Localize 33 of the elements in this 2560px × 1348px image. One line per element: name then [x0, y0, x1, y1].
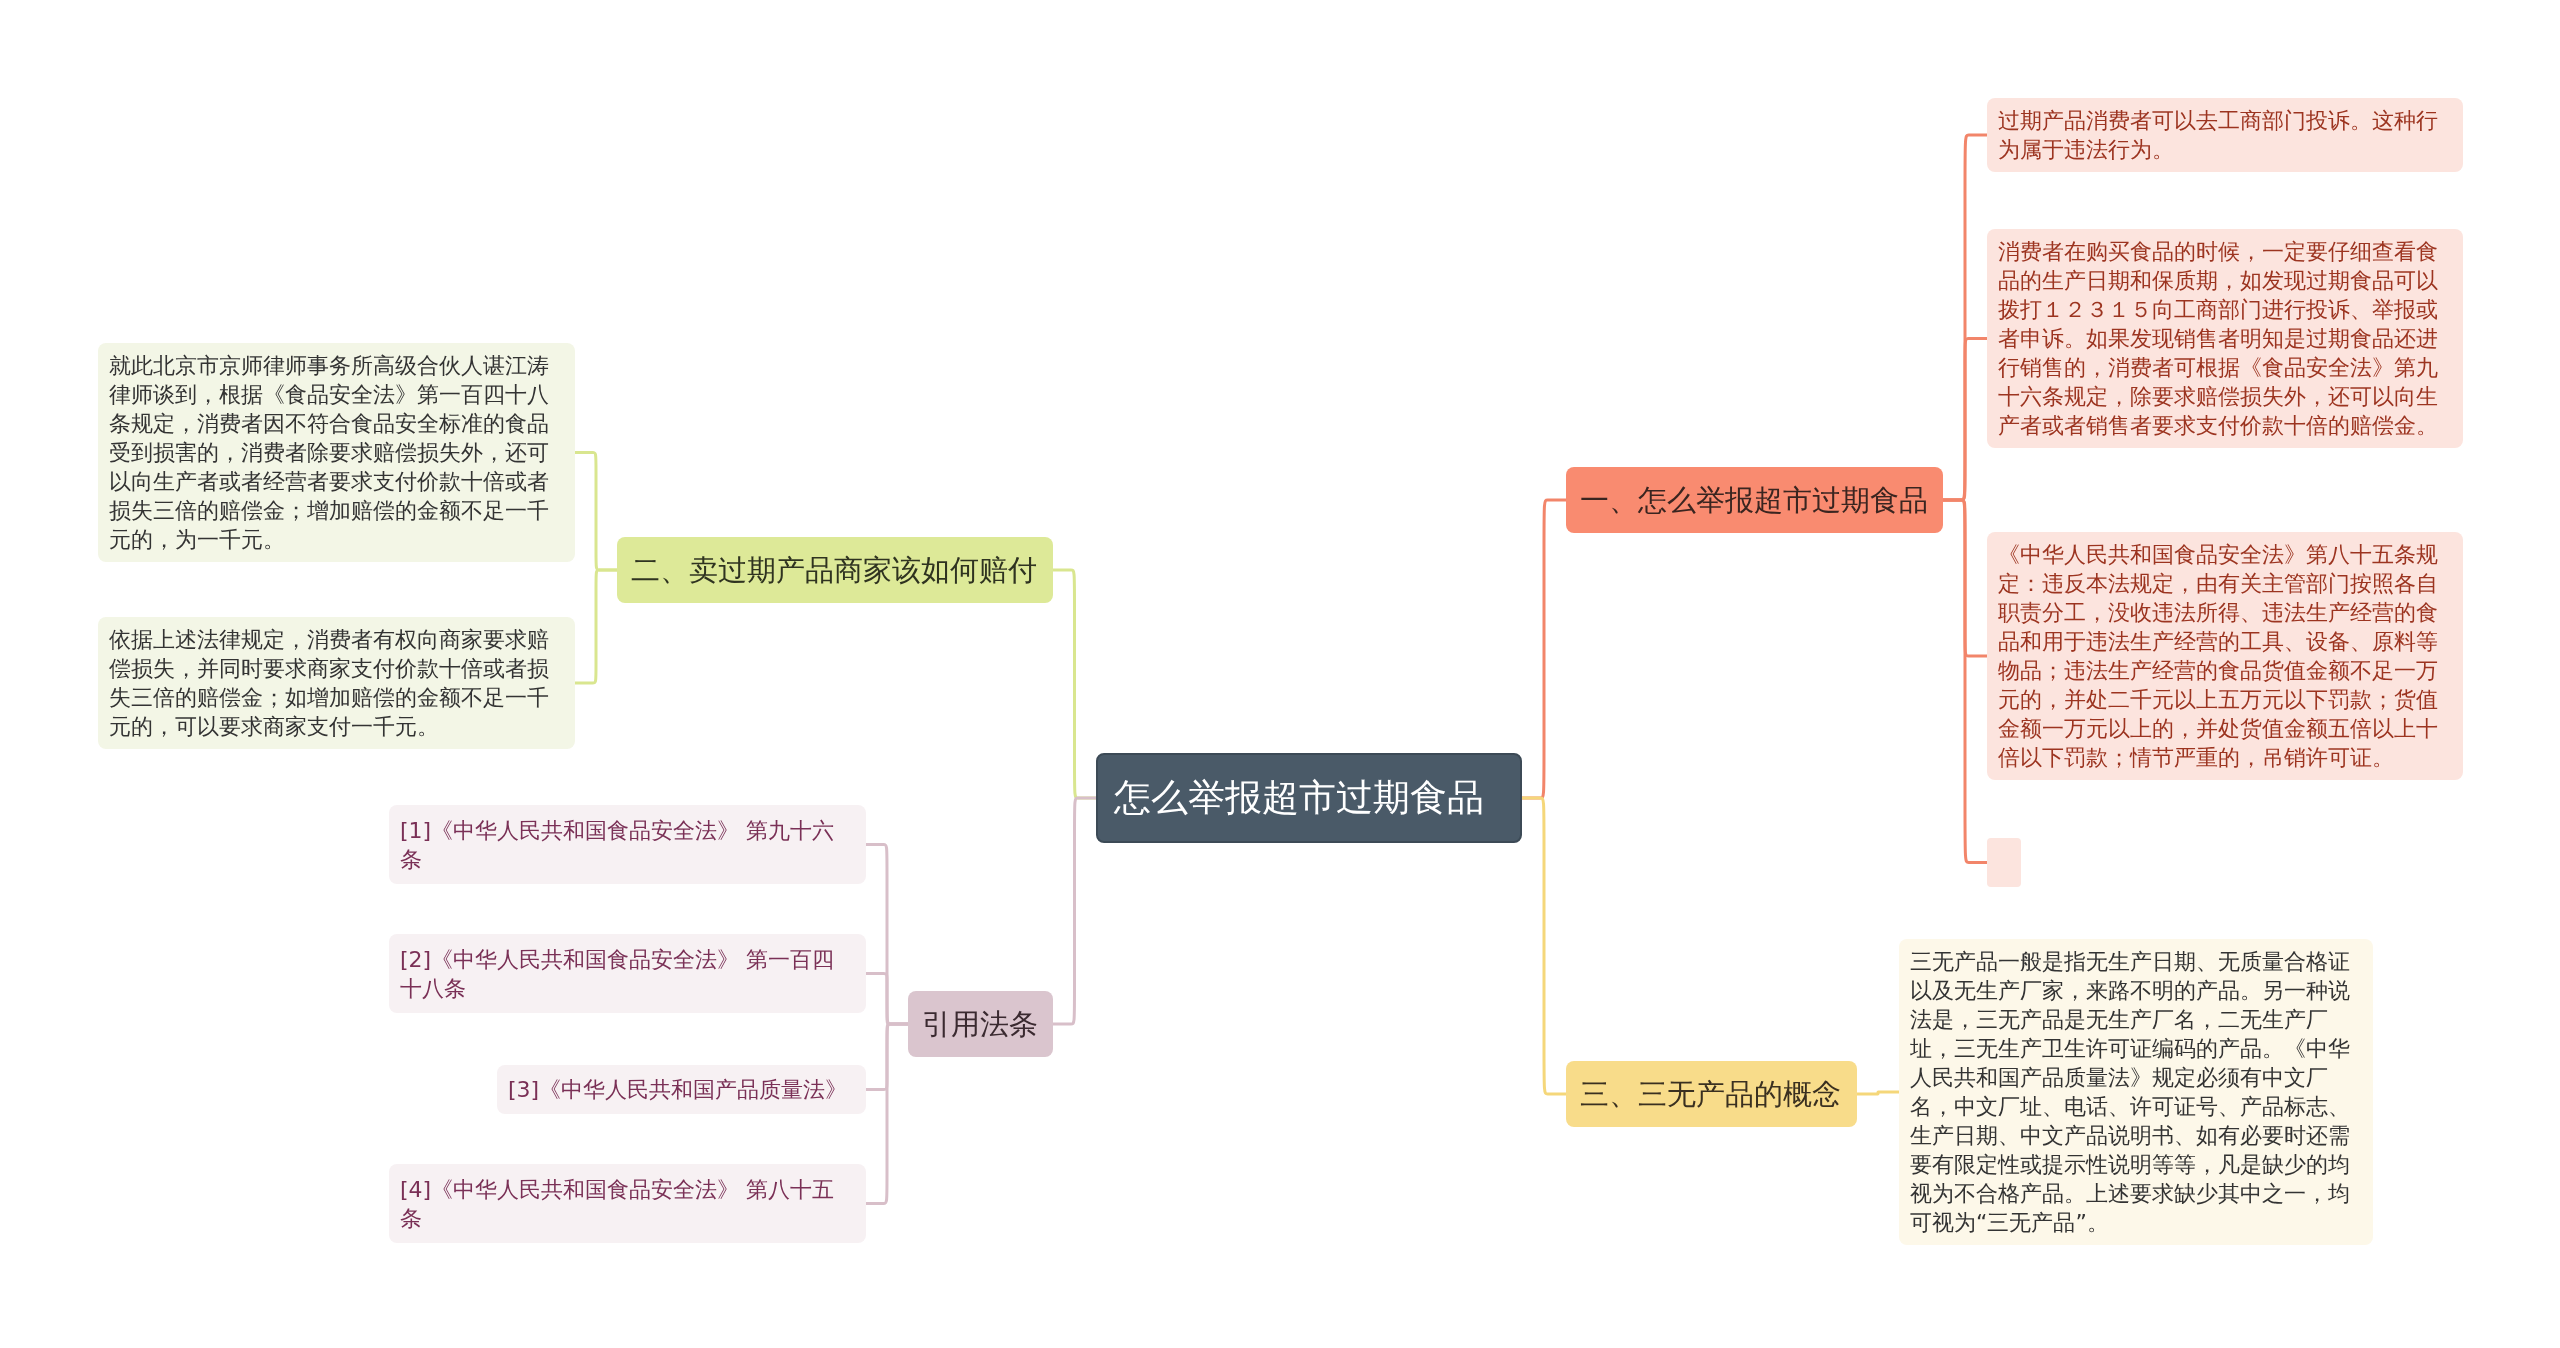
central-topic [1096, 753, 1522, 843]
note-card [1987, 98, 2463, 172]
empty-card [1987, 838, 2021, 887]
note-card [98, 617, 575, 749]
note-text: 三无产品一般是指无生产日期、无质量合格证以及无生产厂家，来路不明的产品。另一种说法是，三无产品是无生产厂名，二无生产厂址，三无生产卫生许可证编码的产品。《中华人民共和国产品质量法》规定必须有中文厂名，中文厂址、电话、许可证号、产品标志、生产日期、中文产品说明书、如有必要时还需要有限定性或提示性说明等等，凡是缺少的均视为不合格产品。上述要求缺少其中之一，均可视为“三无产品”。 [1910, 948, 2351, 1237]
note-card [389, 1164, 866, 1243]
note-text: 消费者在购买食品的时候，一定要仔细查看食品的生产日期和保质期，如发现过期食品可以拨打１２３１５向工商部门进行投诉、举报或者申诉。如果发现销售者明知是过期食品还进行销售的，消费者可根据《食品安全法》第九十六条规定，除要求赔偿损失外，还可以向生产者或者销售者要求支付价款十倍的赔偿金。 [1998, 238, 2439, 440]
note-text: [4]《中华人民共和国食品安全法》 第八十五条 [400, 1175, 836, 1233]
note-text: 《中华人民共和国食品安全法》第八十五条规定：违反本法规定，由有关主管部门按照各自职责分工，没收违法所得、违法生产经营的食品和用于违法生产经营的工具、设备、原料等物品；违法生产经营的食品货值金额不足一万元的，并处二千元以上五万元以下罚款；货值金额一万元以上的，并处货值金额五倍以上十倍以下罚款；情节严重的，吊销许可证。 [1998, 541, 2439, 772]
connector-line [1857, 1090, 1899, 1096]
connector-line [1943, 498, 1987, 864]
note-text: [3]《中华人民共和国产品质量法》 [508, 1076, 849, 1104]
branch-topic [1566, 1061, 1857, 1127]
branch-topic [1566, 467, 1943, 533]
note-text: 就此北京市京师律师事务所高级合伙人谌江涛律师谈到，根据《食品安全法》第一百四十八条规定，消费者因不符合食品安全标准的食品受到损害的，消费者除要求赔偿损失外，还可以向生产者或者经营者要求支付价款十倍或者损失三倍的赔偿金；增加赔偿的金额不足一千元的，为一千元。 [109, 352, 550, 554]
branch-topic [617, 537, 1053, 603]
note-card [497, 1065, 866, 1114]
note-text: 过期产品消费者可以去工商部门投诉。这种行为属于违法行为。 [1998, 107, 2439, 164]
connector-line [866, 1022, 908, 1205]
note-text: [1]《中华人民共和国食品安全法》 第九十六条 [400, 816, 836, 874]
connector-line [1522, 796, 1566, 1096]
note-card [389, 934, 866, 1013]
note-card [389, 805, 866, 884]
note-text: [2]《中华人民共和国食品安全法》 第一百四十八条 [400, 945, 836, 1003]
branch-topic [908, 991, 1053, 1057]
connector-line [575, 568, 617, 685]
note-text: 依据上述法律规定，消费者有权向商家要求赔偿损失，并同时要求商家支付价款十倍或者损失三倍的赔偿金；如增加赔偿的金额不足一千元的，可以要求商家支付一千元。 [109, 626, 550, 741]
topic-label: 引用法条 [922, 1006, 1038, 1043]
topic-label: 三、三无产品的概念 [1580, 1076, 1841, 1113]
topic-label: 一、怎么举报超市过期食品 [1580, 482, 1928, 519]
topic-label: 二、卖过期产品商家该如何赔付 [631, 552, 1037, 589]
topic-label: 怎么举报超市过期食品 [1114, 775, 1485, 821]
connector-line [1053, 796, 1096, 1026]
